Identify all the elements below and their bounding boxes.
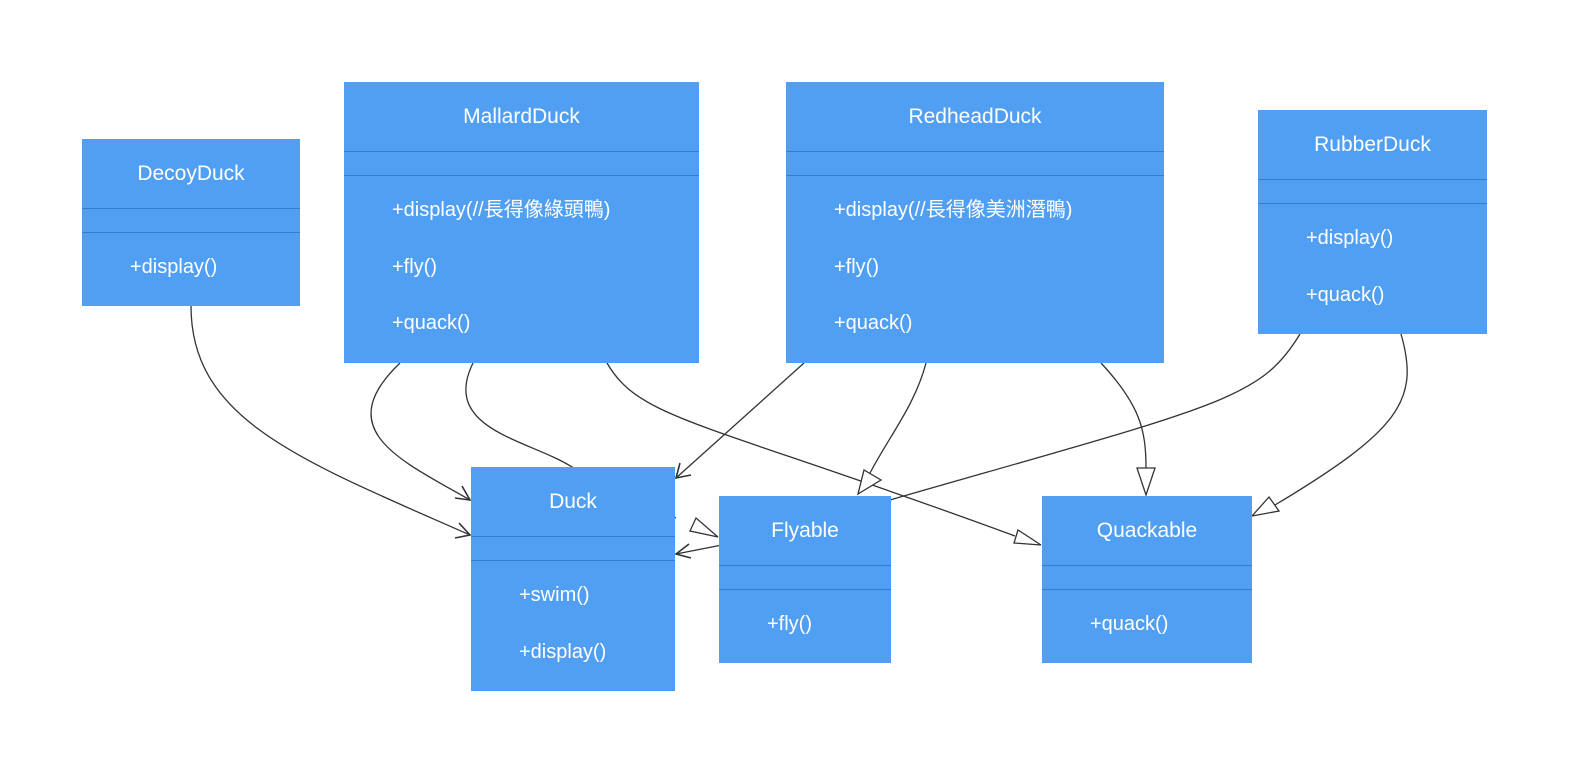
method-divider: [786, 175, 1164, 176]
interface-flyable[interactable]: Flyable +fly(): [719, 496, 891, 663]
class-name: Duck: [549, 490, 597, 513]
arrowhead-mallardduck-flyable: [689, 516, 719, 538]
class-redheadduck[interactable]: RedheadDuck +display(//長得像美洲潛鴨) +fly() +…: [786, 82, 1164, 363]
arrowhead-decoyduck-duck: [454, 522, 472, 539]
method-display: +display(): [519, 641, 607, 663]
method-divider: [719, 589, 891, 590]
method-quack: +quack(): [1306, 284, 1385, 306]
arrowhead-redheadduck-quackable: [1136, 467, 1156, 498]
method-divider: [344, 175, 699, 176]
attribute-divider: [344, 151, 699, 152]
class-name: MallardDuck: [463, 105, 580, 128]
method-display: +display(): [1306, 227, 1394, 249]
attribute-divider: [786, 151, 1164, 152]
arrowhead-redheadduck-duck: [674, 462, 692, 480]
attribute-divider: [719, 565, 891, 566]
class-name: Quackable: [1096, 519, 1198, 542]
method-display: +display(): [130, 256, 218, 278]
method-divider: [1258, 203, 1487, 204]
interface-quackable[interactable]: Quackable +quack(): [1042, 496, 1252, 663]
method-quack: +quack(): [834, 312, 913, 334]
class-decoyduck[interactable]: DecoyDuck +display(): [82, 139, 300, 306]
arrowhead-rubberduck-quackable: [1250, 495, 1281, 517]
edge-rubberduck-quackable: [1274, 333, 1408, 506]
method-divider: [82, 232, 300, 233]
class-rubberduck[interactable]: RubberDuck +display() +quack(): [1258, 110, 1487, 334]
class-duck[interactable]: Duck +swim() +display(): [471, 467, 675, 691]
edge-redheadduck-duck: [675, 362, 805, 479]
method-display: +display(//長得像美洲潛鴨): [834, 199, 1073, 221]
method-divider: [1042, 589, 1252, 590]
method-divider: [471, 560, 675, 561]
class-name: RedheadDuck: [908, 105, 1042, 128]
method-fly: +fly(): [767, 613, 812, 635]
edge-mallardduck-duck: [370, 362, 471, 501]
method-display: +display(//長得像綠頭鴨): [392, 199, 611, 221]
method-fly: +fly(): [834, 256, 879, 278]
class-name: DecoyDuck: [137, 162, 245, 185]
arrowhead-mallardduck-quackable: [1013, 528, 1042, 546]
method-quack: +quack(): [1090, 613, 1169, 635]
edge-redheadduck-flyable: [869, 362, 927, 474]
arrowhead-rubberduck-duck: [674, 543, 692, 559]
class-name: RubberDuck: [1314, 133, 1431, 156]
class-name: Flyable: [771, 519, 839, 542]
arrowhead-redheadduck-flyable: [856, 468, 883, 496]
attribute-divider: [82, 208, 300, 209]
class-mallardduck[interactable]: MallardDuck +display(//長得像綠頭鴨) +fly() +q…: [344, 82, 699, 363]
edge-redheadduck-quackable: [1100, 362, 1147, 469]
method-fly: +fly(): [392, 256, 437, 278]
attribute-divider: [1042, 565, 1252, 566]
attribute-divider: [471, 536, 675, 537]
attribute-divider: [1258, 179, 1487, 180]
arrowhead-mallardduck-duck: [454, 485, 472, 502]
method-quack: +quack(): [392, 312, 471, 334]
method-swim: +swim(): [519, 584, 590, 606]
